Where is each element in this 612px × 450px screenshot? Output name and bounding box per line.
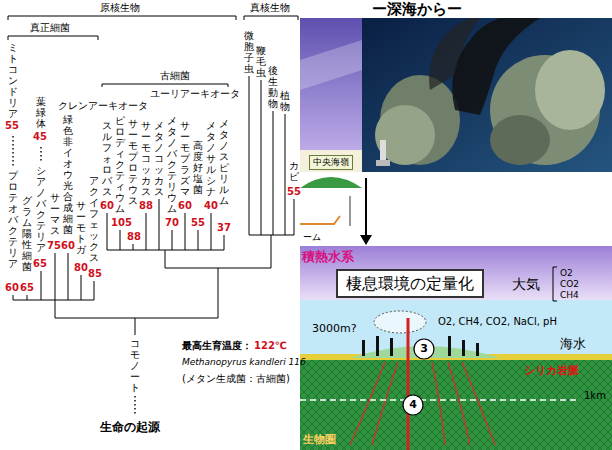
species-name: Methanopyrus kandleri 116 [182,357,306,368]
taxon-label: 緑色非イオウ光合成細菌 [63,114,73,235]
chemistry-label: O2, CH4, CO2, NaCl, pH [438,316,557,328]
temperature-value: 60 [61,240,75,252]
temperature-value: 55 [191,217,205,229]
vent-photo [362,18,612,172]
taxon-label: ピロディクティウム [115,115,125,214]
ridge-slide [300,18,362,226]
group-label: 古細菌 [160,70,190,82]
temperature-value: 88 [139,200,153,212]
taxon-label: メタノバクテリウム [167,115,177,214]
taxon-label: シアノバクテリア [36,165,46,253]
taxon-label: グラム陽性細菌 [22,195,32,272]
seawater-label: 海水 [560,336,586,352]
node-text: 4 [409,398,417,411]
temperature-value: 80 [74,262,88,274]
taxon-label: 植物 [280,90,290,112]
temperature-value: 60 [178,200,192,212]
group-label: ユーリアーキオータ [150,88,240,100]
diagram-title: ー深海からー [372,0,462,18]
temperature-value: 65 [33,258,47,270]
temperature-value: 45 [33,131,47,143]
plume-label: ーム [303,232,321,243]
temperature-value: 37 [217,222,231,234]
origin-label: 生命の起源 [100,420,160,434]
taxon-label: 高度好塩菌 [193,140,203,195]
gas-label: CH4 [560,290,579,301]
record-value: 122℃ [254,340,287,352]
group-label: クレンアーキオータ [58,100,148,112]
taxon-label: スルフォロバス [102,120,112,197]
temperature-value: 75 [47,240,61,252]
atmosphere-label: 大気 [512,276,540,293]
depth-label: 3000m? [312,322,357,335]
biosphere-label: 生物圏 [303,433,336,446]
temperature-value: 55 [5,120,19,132]
node-text: 3 [420,342,428,355]
gas-label: O2 [560,268,573,279]
tree-panel [0,0,300,450]
taxon-label: サーモコッカス [141,120,151,197]
callout-circle: 3 [413,338,435,360]
hydrothermal-section [300,246,612,450]
taxon-label: サーモプロテウス [128,118,138,206]
taxon-label: 後生動物 [268,65,278,109]
taxon-label: サーモプラズマ [180,120,190,197]
temperature-value: 40 [204,200,218,212]
taxon-label: カビ [289,160,299,182]
temperature-value: 85 [88,268,102,280]
taxon-label: メタノスピリルム [219,118,229,206]
temperature-value: 55 [287,186,301,198]
taxon-label: サーモトガ [76,200,86,255]
group-label: 原核生物 [100,2,140,14]
temperature-value: 60 [5,282,19,294]
theme-box: 棲息環境の定量化 [336,269,484,298]
gas-label: CO2 [560,279,579,290]
temperature-value: 105 [111,217,132,229]
section-heading: 積熱水系 [302,249,354,265]
group-label: 真正細菌 [30,22,70,34]
node-text: 中央海嶺 [313,157,349,168]
taxon-label: 鞭毛虫 [256,45,266,78]
root-label: コモノート [130,338,140,393]
dike-label: シリカ岩脈 [524,364,579,377]
taxon-label: メタノコッカス [154,120,164,197]
taxon-label: ミトコンドリア [8,42,18,119]
temperature-value: 88 [127,231,141,243]
record-note: (メタン生成菌：古細菌) [182,373,290,385]
taxon-label: メタノサルシナ [206,120,216,197]
taxon-label: 微胞子虫 [244,30,254,74]
temperature-value: 70 [165,217,179,229]
temperature-value: 60 [100,200,114,212]
record-label: 最高生育温度： [182,340,252,352]
down-arrow [360,178,372,245]
taxon-label: 葉緑体 [36,96,46,129]
ridge-box: 中央海嶺 [309,155,353,170]
taxon-label: アクイフェックス [89,175,99,263]
temperature-value: 65 [20,282,34,294]
node-text: 棲息環境の定量化 [346,274,474,293]
callout-circle: 4 [402,394,424,416]
group-label: 真核生物 [250,2,290,14]
taxon-label: サーマス [50,192,60,236]
taxon-label: プロテオバクテリア [8,170,18,269]
scale-label: 1km [584,390,606,402]
